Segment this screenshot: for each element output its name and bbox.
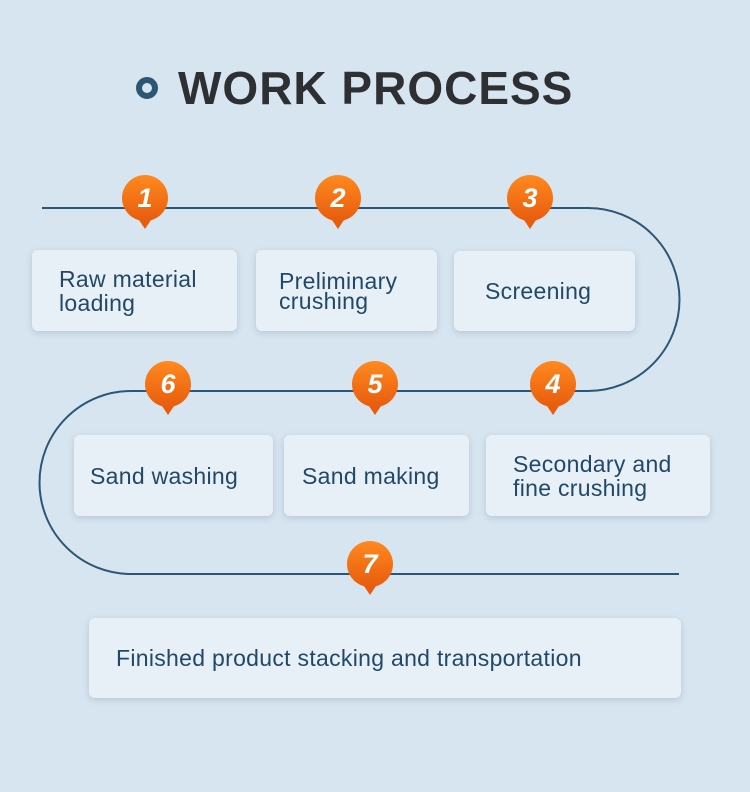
step-card-5: Sand making [284,435,469,516]
step-number-7: 7 [362,548,378,579]
step-label-1: Raw material loading [59,265,197,316]
step-number-4: 4 [545,368,561,399]
step-pin-5: 5 [352,361,398,417]
step-label-3: Screening [485,278,592,304]
ring-icon [136,77,158,99]
step-label-5: Sand making [302,462,440,489]
location-pin-icon [352,361,398,415]
step-pin-7: 7 [347,541,393,597]
step-card-4: Secondary and fine crushing [486,435,710,516]
step-card-1: Raw material loading [32,250,237,331]
step-number-6: 6 [160,368,176,399]
step-number-3: 3 [522,182,538,213]
location-pin-icon [507,175,553,229]
step-number-1: 1 [137,182,153,213]
step-card-6: Sand washing [74,435,273,516]
step-label-7: Finished product stacking and transporta… [116,645,582,671]
location-pin-icon [315,175,361,229]
location-pin-icon [530,361,576,415]
step-pin-2: 2 [315,175,361,231]
step-number-5: 5 [367,368,383,399]
step-pin-6: 6 [145,361,191,417]
step-number-2: 2 [330,182,346,213]
step-pin-1: 1 [122,175,168,231]
step-label-6: Sand washing [90,462,239,489]
title-block: WORK PROCESS [136,60,573,116]
location-pin-icon [145,361,191,415]
step-pin-4: 4 [530,361,576,417]
location-pin-icon [122,175,168,229]
location-pin-icon [347,541,393,595]
page-title: WORK PROCESS [178,62,574,114]
step-card-2: Preliminary crushing [256,250,437,331]
step-label-4: Secondary and fine crushing [513,450,672,501]
step-label-2: Preliminary crushing [279,267,398,314]
step-pin-3: 3 [507,175,553,231]
step-card-7: Finished product stacking and transporta… [89,618,681,698]
step-card-3: Screening [454,251,635,331]
